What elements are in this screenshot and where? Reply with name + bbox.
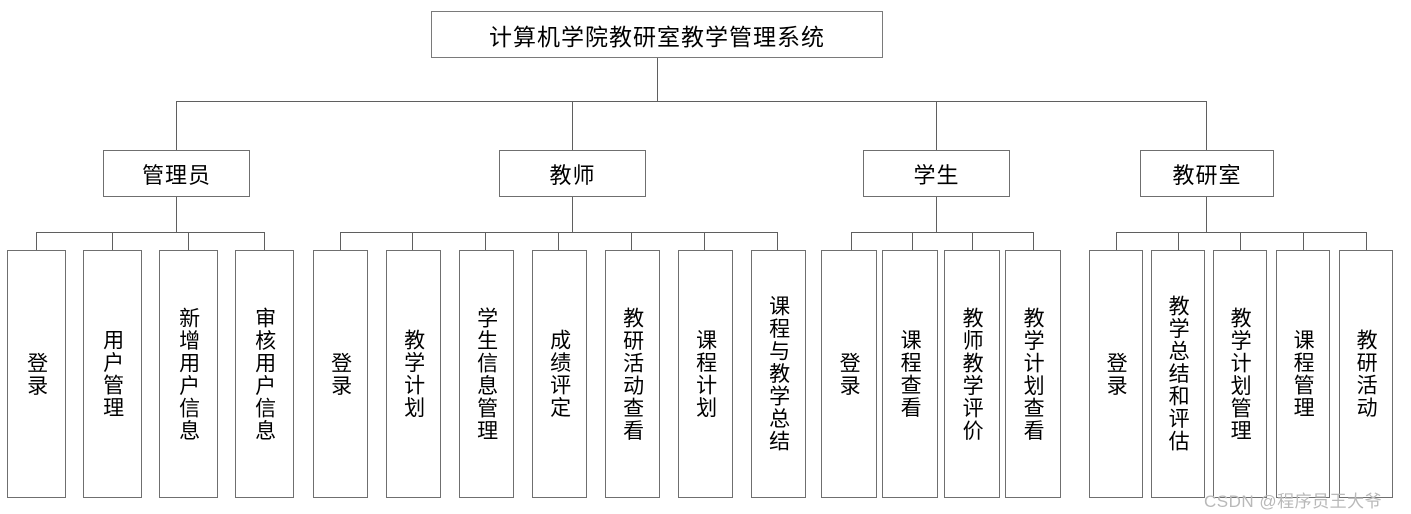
teacher-leaf-drop-3 (558, 232, 559, 250)
office-bus-line (1116, 232, 1366, 233)
root-node-label: 计算机学院教研室教学管理系统 (489, 24, 825, 50)
admin-leaf-drop-3 (264, 232, 265, 250)
group-node-teacher[interactable]: 教师 (499, 150, 646, 197)
leaf-node-office-3[interactable]: 课程管理 (1276, 250, 1330, 498)
leaf-node-teacher-0[interactable]: 登录 (313, 250, 368, 498)
leaf-node-label-admin-1: 用户管理 (100, 329, 125, 419)
leaf-node-label-teacher-6: 课程与教学总结 (766, 295, 791, 453)
admin-bus-line (36, 232, 264, 233)
student-leaf-drop-3 (1033, 232, 1034, 250)
leaf-node-label-teacher-5: 课程计划 (693, 329, 718, 419)
leaf-node-student-3[interactable]: 教学计划查看 (1005, 250, 1061, 498)
admin-leaf-drop-1 (112, 232, 113, 250)
leaf-node-label-office-4: 教研活动 (1354, 329, 1379, 419)
student-leaf-drop-0 (851, 232, 852, 250)
leaf-node-teacher-6[interactable]: 课程与教学总结 (751, 250, 806, 498)
group-node-label-teacher: 教师 (549, 162, 596, 188)
leaf-node-label-student-1: 课程查看 (898, 329, 923, 419)
leaf-node-office-2[interactable]: 教学计划管理 (1213, 250, 1267, 498)
admin-leaf-drop-0 (36, 232, 37, 250)
leaf-node-office-1[interactable]: 教学总结和评估 (1151, 250, 1205, 498)
leaf-node-admin-2[interactable]: 新增用户信息 (159, 250, 218, 498)
office-leaf-drop-1 (1178, 232, 1179, 250)
admin-stem-line (176, 197, 177, 232)
teacher-stem-line (572, 197, 573, 232)
level1-bus-line (176, 101, 1206, 102)
group-drop-line-admin (176, 101, 177, 150)
office-leaf-drop-3 (1303, 232, 1304, 250)
teacher-leaf-drop-6 (777, 232, 778, 250)
leaf-node-label-teacher-1: 教学计划 (401, 329, 426, 419)
group-node-label-admin: 管理员 (141, 162, 211, 188)
leaf-node-office-4[interactable]: 教研活动 (1339, 250, 1393, 498)
leaf-node-label-office-1: 教学总结和评估 (1166, 295, 1191, 453)
office-leaf-drop-0 (1116, 232, 1117, 250)
leaf-node-label-teacher-2: 学生信息管理 (474, 306, 499, 442)
leaf-node-label-admin-3: 审核用户信息 (252, 306, 277, 442)
root-stem-line (657, 58, 658, 101)
leaf-node-teacher-3[interactable]: 成绩评定 (532, 250, 587, 498)
leaf-node-label-student-2: 教师教学评价 (960, 306, 985, 442)
leaf-node-label-teacher-0: 登录 (328, 351, 353, 397)
admin-leaf-drop-2 (188, 232, 189, 250)
group-node-student[interactable]: 学生 (863, 150, 1010, 197)
leaf-node-label-teacher-3: 成绩评定 (547, 329, 572, 419)
group-node-label-student: 学生 (913, 162, 960, 188)
group-drop-line-teacher (572, 101, 573, 150)
student-stem-line (936, 197, 937, 232)
teacher-leaf-drop-4 (631, 232, 632, 250)
leaf-node-admin-1[interactable]: 用户管理 (83, 250, 142, 498)
leaf-node-label-admin-2: 新增用户信息 (176, 306, 201, 442)
student-bus-line (851, 232, 1033, 233)
leaf-node-student-0[interactable]: 登录 (821, 250, 877, 498)
leaf-node-label-admin-0: 登录 (24, 351, 49, 397)
leaf-node-teacher-2[interactable]: 学生信息管理 (459, 250, 514, 498)
group-node-admin[interactable]: 管理员 (103, 150, 250, 197)
office-leaf-drop-4 (1366, 232, 1367, 250)
student-leaf-drop-2 (972, 232, 973, 250)
leaf-node-student-2[interactable]: 教师教学评价 (944, 250, 1000, 498)
office-stem-line (1206, 197, 1207, 232)
group-drop-line-student (936, 101, 937, 150)
teacher-leaf-drop-2 (485, 232, 486, 250)
leaf-node-teacher-4[interactable]: 教研活动查看 (605, 250, 660, 498)
teacher-leaf-drop-1 (412, 232, 413, 250)
teacher-leaf-drop-0 (340, 232, 341, 250)
leaf-node-label-office-0: 登录 (1104, 351, 1129, 397)
leaf-node-student-1[interactable]: 课程查看 (882, 250, 938, 498)
leaf-node-label-teacher-4: 教研活动查看 (620, 306, 645, 442)
leaf-node-label-student-0: 登录 (837, 351, 862, 397)
student-leaf-drop-1 (912, 232, 913, 250)
leaf-node-office-0[interactable]: 登录 (1089, 250, 1143, 498)
root-node[interactable]: 计算机学院教研室教学管理系统 (431, 11, 883, 58)
office-leaf-drop-2 (1240, 232, 1241, 250)
leaf-node-admin-3[interactable]: 审核用户信息 (235, 250, 294, 498)
leaf-node-teacher-1[interactable]: 教学计划 (386, 250, 441, 498)
leaf-node-admin-0[interactable]: 登录 (7, 250, 66, 498)
leaf-node-label-office-2: 教学计划管理 (1228, 306, 1253, 442)
group-drop-line-office (1206, 101, 1207, 150)
leaf-node-label-office-3: 课程管理 (1291, 329, 1316, 419)
group-node-office[interactable]: 教研室 (1140, 150, 1274, 197)
teacher-leaf-drop-5 (704, 232, 705, 250)
leaf-node-teacher-5[interactable]: 课程计划 (678, 250, 733, 498)
group-node-label-office: 教研室 (1172, 162, 1242, 188)
leaf-node-label-student-3: 教学计划查看 (1021, 306, 1046, 442)
